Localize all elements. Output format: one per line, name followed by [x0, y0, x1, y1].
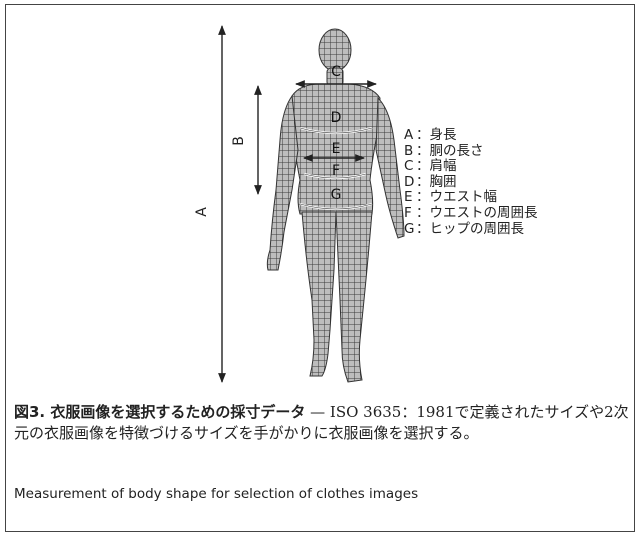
caption-english: Measurement of body shape for selection …	[14, 486, 630, 502]
human-body-figure	[267, 29, 404, 382]
caption-dash: —	[305, 403, 330, 421]
dimension-legend: A：身長 B：胴の長さ C：肩幅 D：胸囲 E：ウエスト幅 F：ウエストの周囲長…	[404, 128, 538, 237]
dimension-b-label: B	[231, 136, 247, 146]
dimension-f-label: F	[332, 163, 340, 179]
body-left-arm	[267, 96, 298, 270]
dimension-g-label: G	[331, 187, 342, 203]
legend-item-f: F：ウエストの周囲長	[404, 206, 538, 222]
legend-item-a: A：身長	[404, 128, 538, 144]
caption-title: 図3. 衣服画像を選択するための採寸データ	[14, 403, 305, 421]
body-measurement-diagram: A B C D E F G	[0, 0, 644, 392]
legend-item-e: E：ウエスト幅	[404, 190, 538, 206]
dimension-e-label: E	[332, 141, 341, 157]
body-left-leg	[302, 212, 336, 376]
legend-item-c: C：肩幅	[404, 159, 538, 175]
diagram-svg: A B C D E F G	[0, 0, 644, 392]
legend-item-b: B：胴の長さ	[404, 144, 538, 160]
dimension-d-label: D	[331, 110, 342, 126]
figure-caption: 図3. 衣服画像を選択するための採寸データ — ISO 3635：1981で定義…	[14, 402, 630, 443]
body-right-arm	[376, 98, 404, 238]
dimension-a-label: A	[194, 207, 210, 217]
legend-item-d: D：胸囲	[404, 175, 538, 191]
dimension-c-label: C	[331, 64, 341, 80]
legend-item-g: G：ヒップの周囲長	[404, 222, 538, 238]
body-right-leg	[336, 212, 372, 382]
